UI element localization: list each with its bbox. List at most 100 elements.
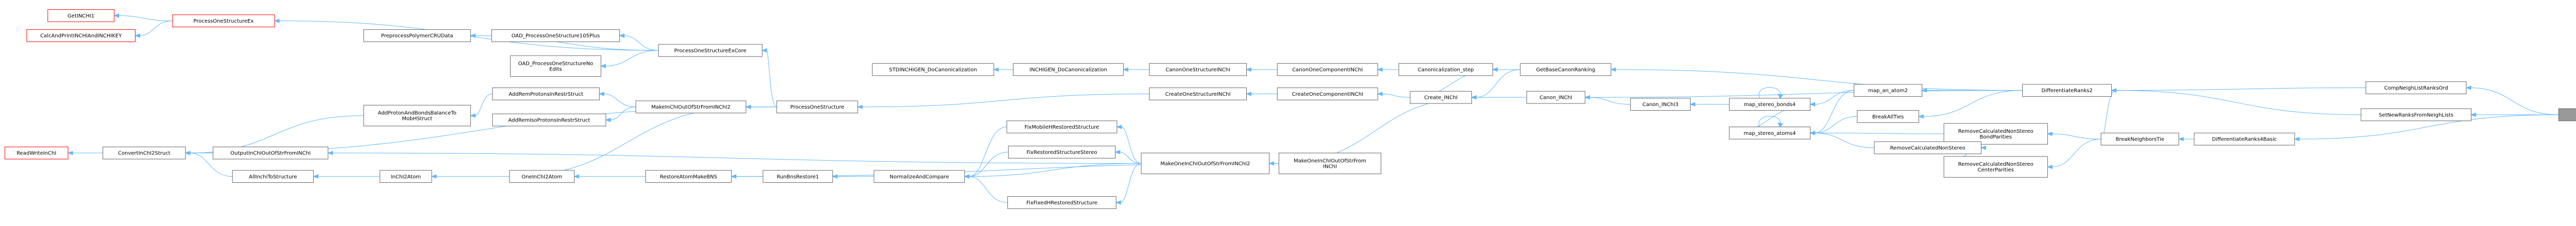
node-readwriteinchi[interactable]: ReadWriteInChI	[4, 146, 69, 160]
node-differentiateranks4basic[interactable]: DifferentiateRanks4Basic	[2194, 132, 2295, 146]
node-getbasecanonranking[interactable]: GetBaseCanonRanking	[1520, 63, 1612, 76]
node-label: map_stereo_atoms4	[1744, 131, 1796, 136]
node-label: NormalizeAndCompare	[890, 174, 949, 180]
edge-inchi2atom-to-allinchitostructure	[313, 174, 380, 179]
node-label: BreakAllTies	[1872, 114, 1904, 120]
edge-removecalculatednonstereobondparities-to-map-stereo-atoms4	[1809, 131, 1944, 135]
node-oad-processonestructure105plus[interactable]: OAD_ProcessOneStructure105Plus	[491, 29, 620, 42]
node-inchi2atom[interactable]: InChI2Atom	[379, 170, 432, 183]
node-map-an-atom2[interactable]: map_an_atom2	[1854, 84, 1923, 97]
node-compneighlistranks: CompNeighListRanks	[2558, 108, 2576, 121]
node-processonestructureex[interactable]: ProcessOneStructureEx	[172, 14, 275, 27]
edge-compneighlistranksord-to-differentiateranks2	[2111, 88, 2366, 93]
node-label: Create_INChI	[1424, 95, 1458, 101]
node-addremisoprotonsinrestrstruct[interactable]: AddRemIsoProtonsInRestrStruct	[492, 113, 606, 127]
node-createonecomponentinchi[interactable]: CreateOneComponentINChI	[1277, 88, 1378, 100]
node-canonicalization-step[interactable]: Canonicalization_step	[1398, 63, 1493, 76]
node-canononecomponentinchi[interactable]: CanonOneComponentINChI	[1277, 63, 1378, 76]
node-canon-inchi[interactable]: Canon_INChI	[1526, 91, 1586, 104]
node-map-stereo-bonds4[interactable]: map_stereo_bonds4	[1728, 98, 1811, 111]
edge-oneinchi2atom-to-inchi2atom	[431, 174, 510, 179]
node-breakneighborstie[interactable]: BreakNeighborsTie	[2100, 132, 2179, 146]
edge-canononecomponentinchi-to-canononestructureinchi	[1246, 67, 1278, 72]
node-getinchi1[interactable]: GetINCHI1	[47, 9, 115, 22]
edge-restoreatommakebns-to-oneinchi2atom	[573, 174, 646, 179]
edge-differentiateranks2-to-breakallties	[1918, 90, 2023, 119]
node-canononestructureinchi[interactable]: CanonOneStructureINChI	[1149, 63, 1247, 76]
node-label: GetINCHI1	[67, 13, 94, 19]
node-label: OAD_ProcessOneStructure105Plus	[512, 33, 600, 39]
edge-map-stereo-bonds4-to-map-stereo-bonds4	[1758, 87, 1783, 99]
node-normalizeandcompare[interactable]: NormalizeAndCompare	[873, 170, 965, 183]
node-label: RestoreAtomMakeBNS	[660, 174, 717, 180]
edge-makeinchioutofstrfrominchi2-to-addremprotonsinrestrstruct	[598, 92, 636, 108]
node-removecalculatednonstereo[interactable]: RemoveCalculatedNonStereo	[1874, 141, 1981, 154]
node-label: CreateOneStructureINChI	[1165, 92, 1231, 97]
edge-setnewranksfromneighlists-to-differentiateranks2	[2111, 88, 2361, 115]
edge-map-an-atom2-to-map-stereo-bonds4	[1809, 90, 1854, 107]
node-breakallties[interactable]: BreakAllTies	[1857, 110, 1919, 123]
edge-createonestructureinchi-to-processonestructure	[857, 93, 1149, 109]
edge-allinchitostructure-to-convertinchi2struct	[184, 150, 233, 177]
edge-map-an-atom2-to-map-stereo-atoms4	[1809, 90, 1854, 135]
node-runbnsrestore1[interactable]: RunBnsRestore1	[762, 170, 833, 183]
node-calcandprint[interactable]: CalcAndPrintINCHIAndINCHIKEY	[26, 29, 136, 42]
edge-canon-inchi3-to-canon-inchi	[1584, 95, 1631, 105]
node-label: STDINCHIGEN_DoCanonicalization	[889, 67, 977, 73]
node-canon-inchi3[interactable]: Canon_INChI3	[1630, 98, 1691, 111]
edge-canonicalization-step-to-canononecomponentinchi	[1377, 67, 1399, 72]
node-label: FixFixedHRestoredStructure	[1026, 200, 1097, 206]
edge-breakneighborstie-to-removecalculatednonstereocenterparities	[2046, 138, 2102, 169]
edge-processonestructureexcore-to-oad-processonestructureno	[600, 50, 659, 68]
node-label: MakeInChIOutOfStrFromINChI2	[651, 105, 731, 110]
node-label: Canonicalization_step	[1418, 67, 1474, 73]
edge-differentiateranks2-to-getbasecanonranking	[1610, 67, 2023, 91]
node-label: InChI2Atom	[391, 174, 420, 180]
node-label: DifferentiateRanks4Basic	[2212, 137, 2277, 143]
edge-breakallties-to-map-stereo-atoms4	[1809, 116, 1857, 135]
node-label: BreakNeighborsTie	[2115, 137, 2164, 143]
edge-makeoneinchioutofstrfrominchi2-to-fixfixedhrestoredstructure	[1115, 163, 1142, 205]
node-stdinchigen-docanonicalization[interactable]: STDINCHIGEN_DoCanonicalization	[872, 63, 994, 76]
node-compneighlistranksord[interactable]: CompNeighListRanksOrd	[2365, 81, 2467, 94]
node-oneinchi2atom[interactable]: OneInChI2Atom	[509, 170, 575, 183]
node-fixrestoredstructurestereo[interactable]: FixRestoredStructureStereo	[1008, 146, 1116, 159]
node-makeinchioutofstrfrominchi2[interactable]: MakeInChIOutOfStrFromINChI2	[635, 100, 747, 114]
node-createonestructureinchi[interactable]: CreateOneStructureINChI	[1149, 88, 1247, 100]
node-label: RemoveCalculatedNonStereo	[1890, 146, 1965, 151]
node-fixfixedhrestoredstructure[interactable]: FixFixedHRestoredStructure	[1007, 196, 1116, 209]
node-map-stereo-atoms4[interactable]: map_stereo_atoms4	[1728, 127, 1811, 140]
node-label: map_an_atom2	[1868, 88, 1908, 94]
edge-canon-inchi-to-create-inchi	[1471, 95, 1527, 100]
node-preprocesspolymercrudata[interactable]: PreprocessPolymerCRUData	[363, 29, 471, 42]
edge-compneighlistranks-to-compneighlistranksord	[2465, 85, 2559, 115]
node-processonestructure[interactable]: ProcessOneStructure	[776, 100, 858, 114]
node-setnewranksfromneighlists[interactable]: SetNewRanksFromNeighLists	[2361, 108, 2472, 121]
node-addremprotonsinrestrstruct[interactable]: AddRemProtonsInRestrStruct	[492, 88, 600, 100]
node-makeoneinchioutofstrfrominchi2[interactable]: MakeOneInChIOutOfStrFromINChI2	[1141, 152, 1270, 175]
edge-convertinchi2struct-to-readwriteinchi	[67, 150, 103, 155]
node-restoreatommakebns[interactable]: RestoreAtomMakeBNS	[645, 170, 732, 183]
edge-processonestructureex-to-getinchi1	[113, 13, 173, 22]
node-label: CompNeighListRanksOrd	[2384, 85, 2448, 91]
node-inchigen-docanonicalization[interactable]: INCHIGEN_DoCanonicalization	[1013, 63, 1124, 76]
edge-removecalculatednonstereo-to-map-stereo-atoms4	[1809, 131, 1874, 148]
node-label: ProcessOneStructure	[790, 105, 844, 110]
edge-map-stereo-bonds4-to-canon-inchi3	[1689, 102, 1730, 107]
node-outputinchioutofstrfrominchi[interactable]: OutputInChIOutOfStrFromINChI	[212, 146, 329, 160]
node-differentiateranks2[interactable]: DifferentiateRanks2	[2022, 84, 2112, 97]
node-fixmobilehrestoredstructure[interactable]: FixMobileHRestoredStructure	[1006, 120, 1117, 133]
node-processonestructureexcore[interactable]: ProcessOneStructureExCore	[658, 44, 762, 57]
node-label: MakeOneInChIOutOfStrFromINChI2	[1160, 161, 1250, 167]
node-convertinchi2struct[interactable]: ConvertInChI2Struct	[103, 146, 186, 160]
node-create-inchi[interactable]: Create_INChI	[1410, 91, 1472, 104]
node-allinchitostructure[interactable]: AllInchiToStructure	[232, 170, 314, 183]
node-label: AddRemIsoProtonsInRestrStruct	[508, 118, 590, 124]
